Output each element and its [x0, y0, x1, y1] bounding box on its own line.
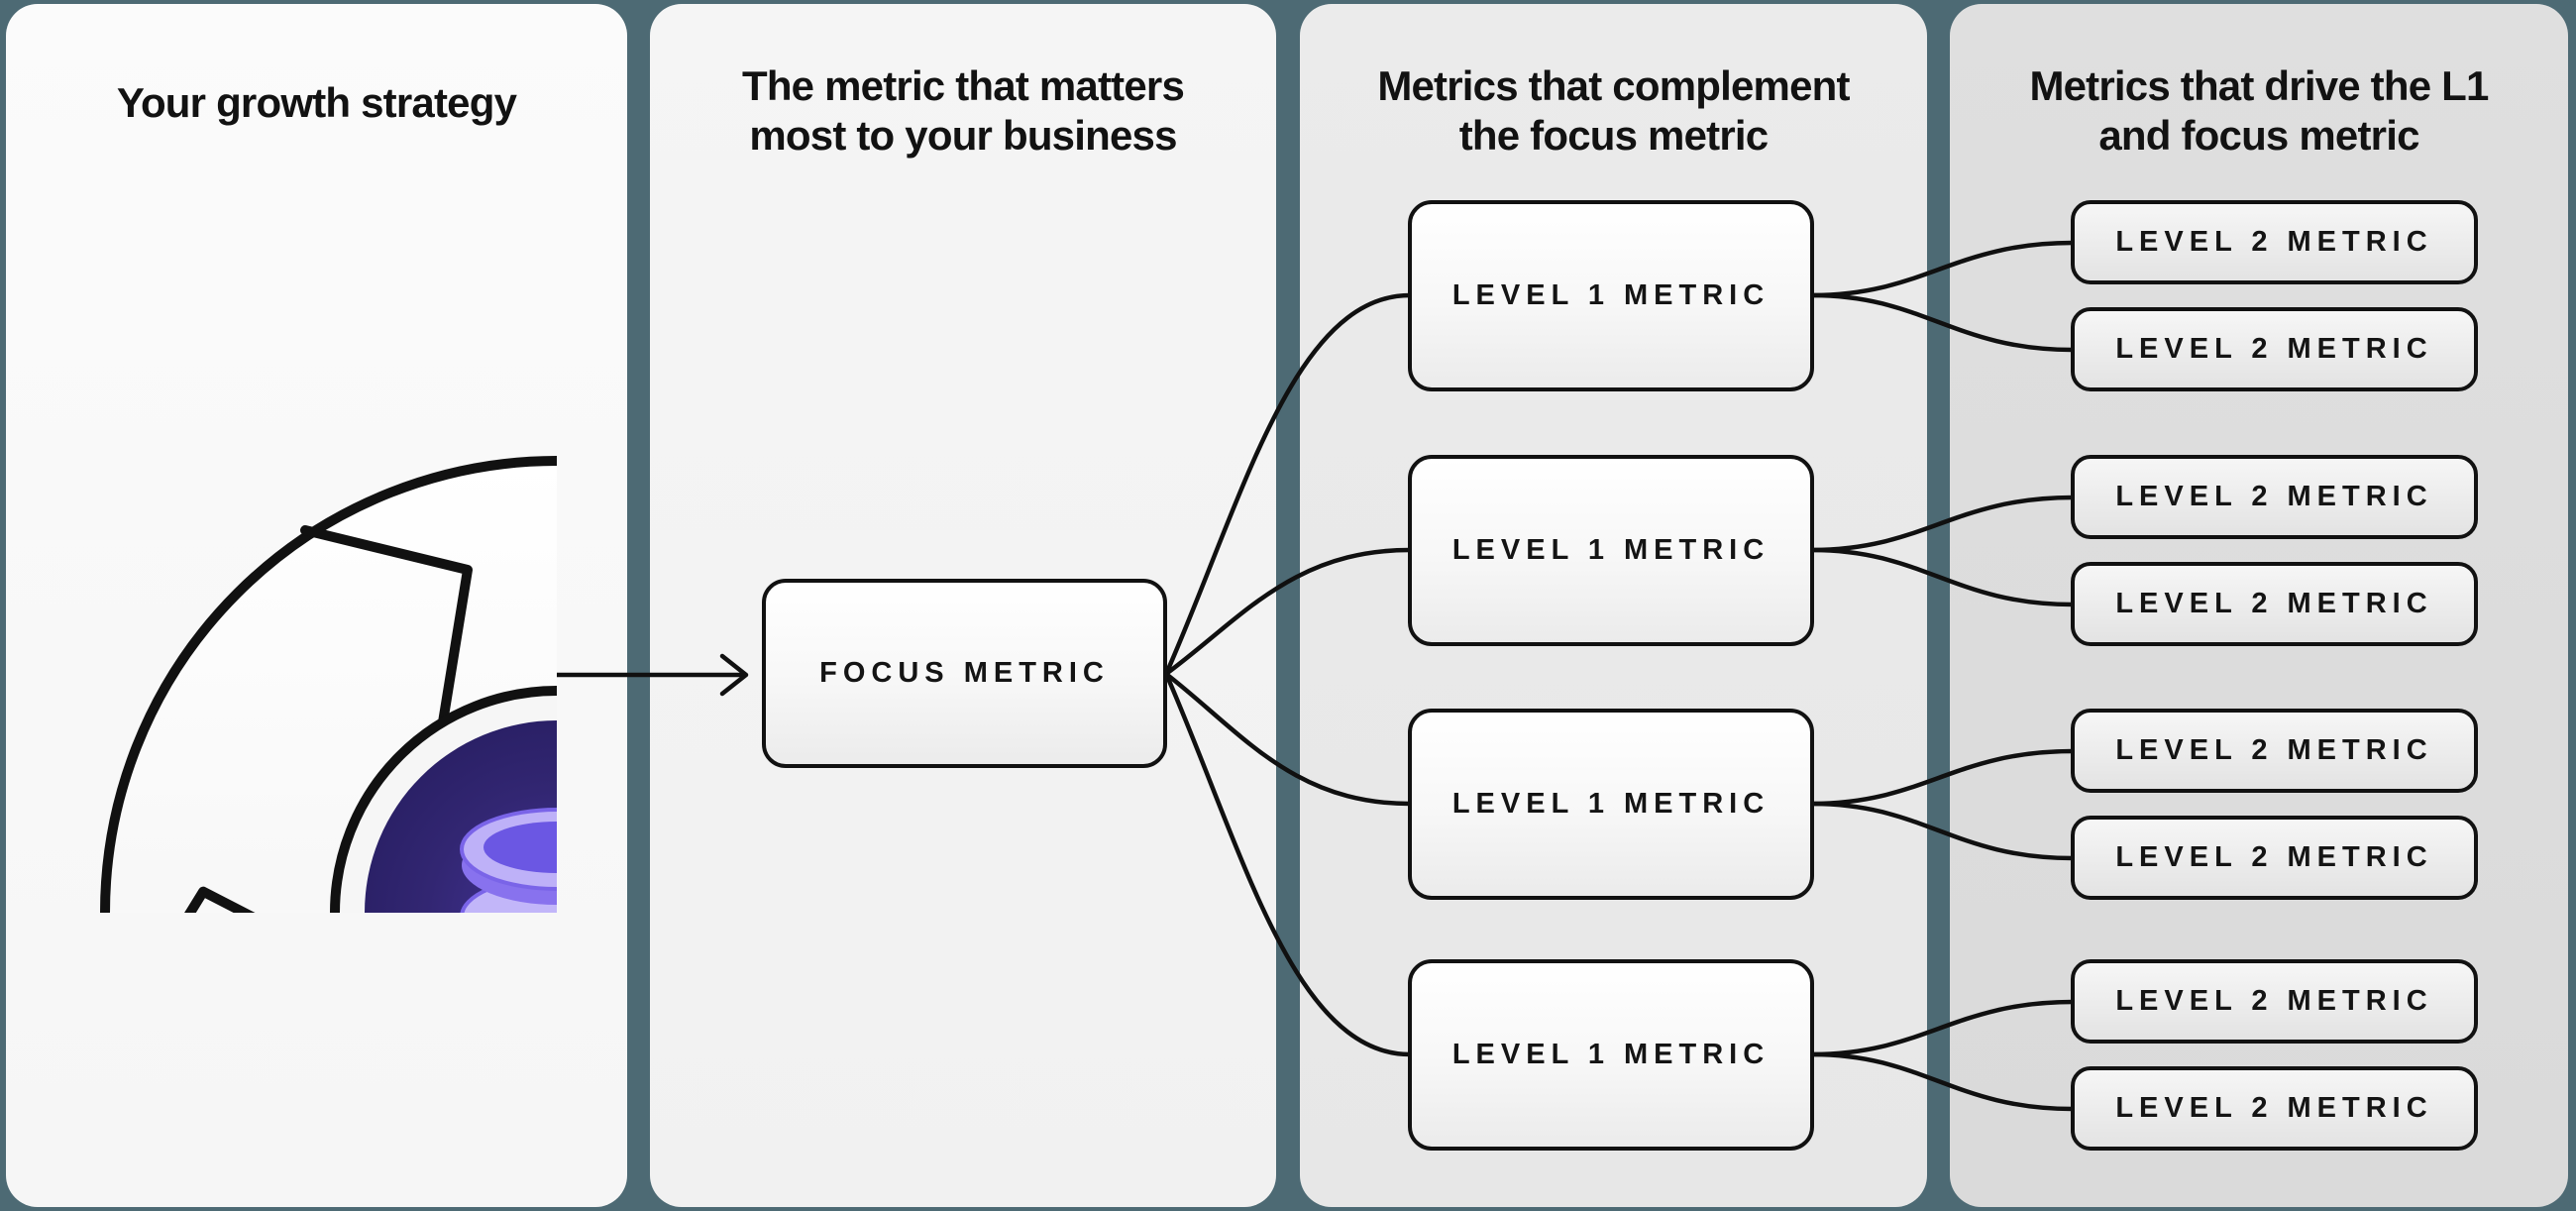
level2-metric-box: LEVEL 2 METRIC — [2071, 562, 2478, 646]
connector-l1-4-l2-8 — [1809, 1051, 2076, 1112]
connector-l1-1-l2-1 — [1809, 240, 2076, 298]
panel-title: Metrics that complement the focus metric — [1300, 61, 1927, 161]
level2-metric-label: LEVEL 2 METRIC — [2115, 333, 2433, 365]
connector-focus-l1-2 — [1163, 547, 1413, 677]
panel-title-line: and focus metric — [2098, 112, 2419, 159]
connector-focus-l1-4 — [1163, 671, 1413, 1057]
loop-blades — [110, 525, 473, 913]
panel-focus-metric: The metric that matters most to your bus… — [650, 4, 1276, 1207]
level2-metric-label: LEVEL 2 METRIC — [2115, 985, 2433, 1017]
panel-title-line: Metrics that complement — [1377, 62, 1850, 109]
level1-metric-label: LEVEL 1 METRIC — [1451, 788, 1771, 820]
panel-title: Metrics that drive the L1 and focus metr… — [1950, 61, 2568, 161]
level2-metric-box: LEVEL 2 METRIC — [2071, 307, 2478, 391]
connector-l1-2-l2-3 — [1809, 495, 2076, 553]
panel-title: The metric that matters most to your bus… — [650, 61, 1276, 161]
panel-title-line: Metrics that drive the L1 — [2029, 62, 2489, 109]
level1-metric-box: LEVEL 1 METRIC — [1408, 959, 1814, 1151]
panel-title: Your growth strategy — [6, 78, 627, 128]
panel-title-line: Your growth strategy — [116, 79, 517, 126]
level1-metric-label: LEVEL 1 METRIC — [1451, 534, 1771, 566]
level1-metric-box: LEVEL 1 METRIC — [1408, 709, 1814, 900]
level2-metric-box: LEVEL 2 METRIC — [2071, 1066, 2478, 1151]
level2-metric-box: LEVEL 2 METRIC — [2071, 455, 2478, 539]
connector-focus-l1-3 — [1163, 671, 1413, 807]
panel-title-line: The metric that matters — [741, 62, 1185, 109]
focus-metric-label: FOCUS METRIC — [819, 657, 1110, 689]
level2-metric-box: LEVEL 2 METRIC — [2071, 816, 2478, 900]
level1-metric-label: LEVEL 1 METRIC — [1451, 279, 1771, 311]
connector-l1-3-l2-5 — [1809, 748, 2076, 807]
level2-metric-box: LEVEL 2 METRIC — [2071, 709, 2478, 793]
level2-metric-label: LEVEL 2 METRIC — [2115, 1092, 2433, 1124]
focus-metric-box: FOCUS METRIC — [762, 579, 1167, 768]
connector-l1-1-l2-2 — [1809, 292, 2076, 353]
level2-metric-box: LEVEL 2 METRIC — [2071, 959, 2478, 1044]
panel-title-line: the focus metric — [1458, 112, 1769, 159]
level2-metric-label: LEVEL 2 METRIC — [2115, 481, 2433, 512]
level1-metric-box: LEVEL 1 METRIC — [1408, 200, 1814, 391]
arrowhead-icon — [719, 653, 749, 697]
aperture-loop-icon — [100, 456, 557, 913]
connector-focus-l1-1 — [1163, 292, 1413, 677]
level2-metric-label: LEVEL 2 METRIC — [2115, 841, 2433, 873]
connector-l1-2-l2-4 — [1809, 547, 2076, 607]
level1-metric-label: LEVEL 1 METRIC — [1451, 1039, 1771, 1070]
level2-metric-box: LEVEL 2 METRIC — [2071, 200, 2478, 284]
panel-title-line: most to your business — [749, 112, 1177, 159]
connector-l1-3-l2-6 — [1809, 801, 2076, 861]
level2-metric-label: LEVEL 2 METRIC — [2115, 734, 2433, 766]
database-icon — [460, 808, 557, 913]
connector-l1-4-l2-7 — [1809, 999, 2076, 1057]
level1-metric-box: LEVEL 1 METRIC — [1408, 455, 1814, 646]
level2-metric-label: LEVEL 2 METRIC — [2115, 226, 2433, 258]
level2-metric-label: LEVEL 2 METRIC — [2115, 588, 2433, 619]
